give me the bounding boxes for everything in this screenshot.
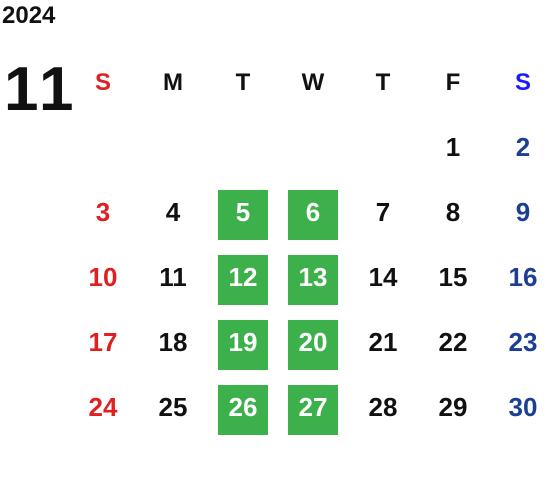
day-cell[interactable]: 8 — [445, 197, 461, 227]
day-cell[interactable]: 29 — [438, 392, 468, 422]
day-cell[interactable]: 17 — [88, 327, 118, 357]
weekday-header: S — [94, 68, 111, 96]
day-cell[interactable]: 3 — [95, 197, 111, 227]
day-cell[interactable]: 19 — [208, 310, 278, 375]
day-cell[interactable]: 22 — [438, 327, 468, 357]
day-cell[interactable]: 4 — [165, 197, 181, 227]
weekday-header: T — [235, 68, 251, 96]
day-cell[interactable]: 11 — [159, 262, 187, 292]
empty-cell — [68, 115, 138, 180]
weekday-header: F — [445, 68, 461, 96]
day-cell[interactable]: 24 — [88, 392, 118, 422]
day-cell[interactable]: 16 — [508, 262, 538, 292]
empty-cell — [138, 115, 208, 180]
day-cell[interactable]: 9 — [515, 197, 531, 227]
weekday-header: M — [163, 68, 183, 96]
day-cell[interactable]: 27 — [278, 375, 348, 440]
weekday-header: T — [375, 68, 391, 96]
day-cell[interactable]: 5 — [208, 180, 278, 245]
empty-cell — [348, 115, 418, 180]
day-cell[interactable]: 7 — [375, 197, 391, 227]
day-cell[interactable]: 1 — [445, 132, 461, 162]
day-cell[interactable]: 2 — [515, 132, 531, 162]
month-label: 11 — [4, 55, 78, 124]
day-cell[interactable]: 26 — [208, 375, 278, 440]
day-cell[interactable]: 28 — [368, 392, 398, 422]
empty-cell — [208, 115, 278, 180]
year-label: 2024 — [2, 2, 56, 29]
day-cell[interactable]: 18 — [158, 327, 188, 357]
empty-cell — [278, 115, 348, 180]
day-cell[interactable]: 6 — [278, 180, 348, 245]
day-cell[interactable]: 21 — [368, 327, 398, 357]
day-cell[interactable]: 14 — [368, 262, 398, 292]
weekday-header: S — [514, 68, 531, 96]
day-cell[interactable]: 30 — [508, 392, 538, 422]
day-cell[interactable]: 15 — [438, 262, 468, 292]
day-cell[interactable]: 20 — [278, 310, 348, 375]
day-cell[interactable]: 13 — [278, 245, 348, 310]
day-cell[interactable]: 25 — [158, 392, 188, 422]
day-cell[interactable]: 12 — [208, 245, 278, 310]
day-cell[interactable]: 10 — [88, 262, 118, 292]
day-cell[interactable]: 23 — [508, 327, 538, 357]
weekday-header: W — [301, 68, 325, 96]
